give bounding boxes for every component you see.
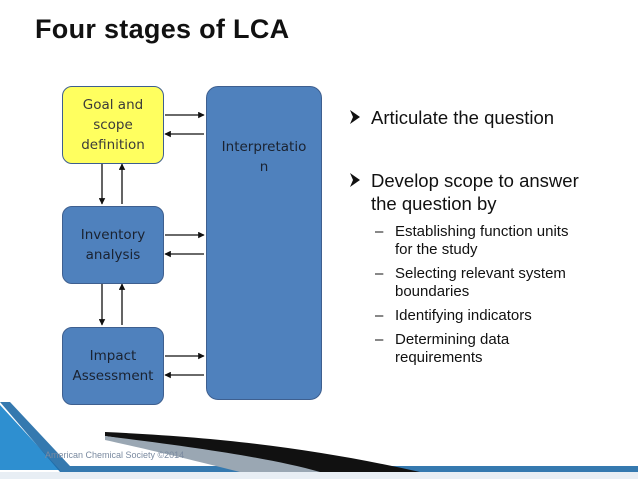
sub-text-1a: Establishing function units [395,223,569,240]
sub-text-4a: Determining data [395,331,510,348]
bottom-gray-wedge [105,436,320,472]
sub-text-4b: requirements [395,349,483,366]
bottom-swoosh-stripe [0,402,638,472]
bullet-text-2a: Develop scope to answer [371,170,579,191]
sub-text-2b: boundaries [395,283,470,300]
bullet-arrow-icon-2 [350,173,360,187]
goal-label-line-2: scope [93,117,133,133]
bullet-text-1: Articulate the question [371,107,555,128]
dash-marker: – [375,331,384,348]
bullet-list: Articulate the question Develop scope to… [345,106,630,367]
slide-footer: American Chemical Society ©2014 [45,450,185,460]
sub-bullet-item: – Identifying indicators [345,307,630,325]
impact-label-line-1: Impact [89,348,137,364]
dash-marker: – [375,265,384,282]
interp-label-line-1: Interpretatio [221,139,307,155]
sub-bullet-item: – Selecting relevant system boundaries [345,265,630,301]
interp-label-line-2: n [259,159,269,175]
sub-text-1b: for the study [395,241,478,258]
bottom-black-wedge [105,432,420,472]
bullet-arrow-icon-1 [350,110,360,124]
bullet-text-2b: the question by [371,193,497,214]
sub-bullet-item: – Determining data requirements [345,331,630,367]
goal-and-scope-box: Goal and scope definition [62,86,164,164]
inventory-analysis-box: Inventory analysis [62,206,164,284]
interpretation-box: Interpretatio n [206,86,322,400]
goal-label-line-3: definition [81,137,145,153]
impact-label-line-2: Assessment [72,368,154,384]
sub-bullet-item: – Establishing function units for the st… [345,223,630,259]
bottom-base-band [0,472,638,479]
slide-title: Four stages of LCA [35,14,290,44]
impact-assessment-box: Impact Assessment [62,327,164,405]
inventory-label-line-2: analysis [85,247,141,263]
dash-marker: – [375,223,384,240]
dash-marker: – [375,307,384,324]
bullet-item: Develop scope to answer the question by [345,169,630,215]
sub-text-3: Identifying indicators [395,307,532,324]
sub-text-2a: Selecting relevant system [395,265,566,282]
goal-label-line-1: Goal and [82,97,144,113]
inventory-label-line-1: Inventory [80,227,146,243]
bullet-item: Articulate the question [345,106,630,129]
